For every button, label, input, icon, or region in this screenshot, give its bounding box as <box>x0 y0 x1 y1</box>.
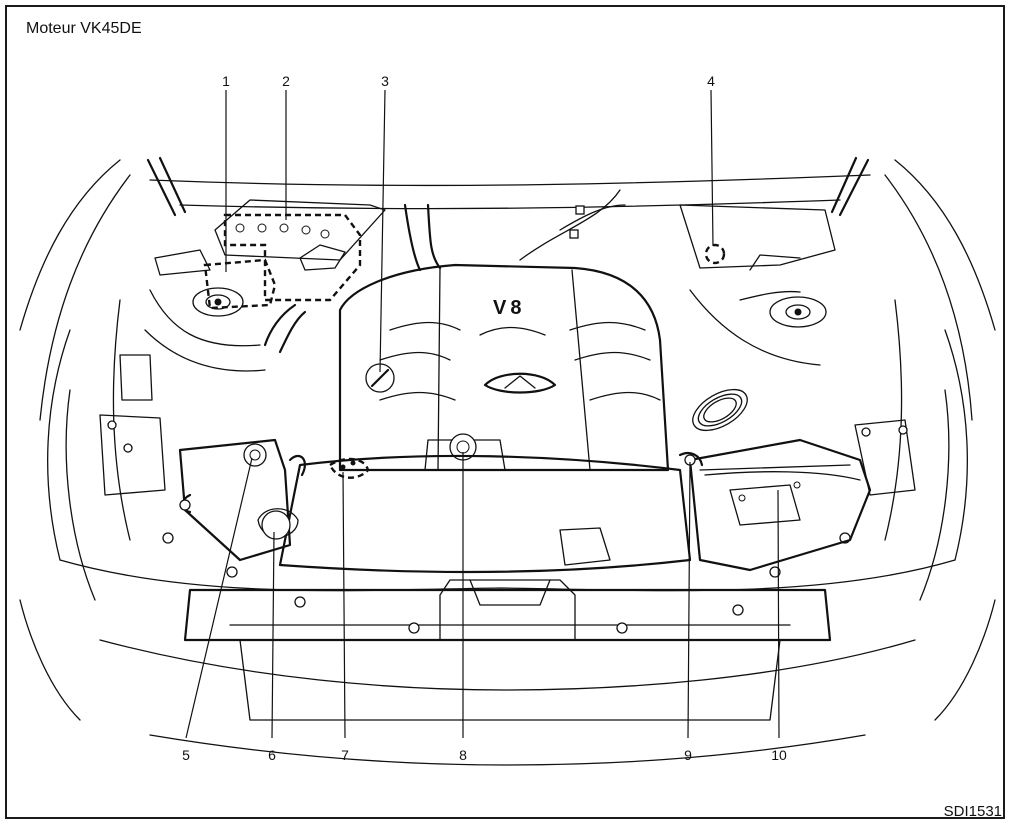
left-strut-tower <box>144 287 266 372</box>
leader-6 <box>271 531 275 739</box>
callout-5: 5 <box>182 747 190 763</box>
air-cleaner <box>678 388 916 572</box>
intake-duct <box>278 454 692 574</box>
battery-and-fusebox <box>154 199 386 310</box>
callout-7: 7 <box>341 747 349 763</box>
engine-cover: V8 <box>338 189 670 472</box>
leader-5 <box>185 457 253 739</box>
figure-id: SDI1531 <box>943 803 1002 820</box>
callout-6: 6 <box>268 747 276 763</box>
leader-3 <box>379 89 386 373</box>
callout-2: 2 <box>282 73 290 89</box>
radiator-support <box>162 532 851 721</box>
leader-10 <box>777 489 780 739</box>
callout-4: 4 <box>707 73 715 89</box>
leader-7 <box>342 471 346 739</box>
callout-10: 10 <box>771 747 787 763</box>
callout-8: 8 <box>459 747 467 763</box>
diagram-title: Moteur VK45DE <box>26 20 142 37</box>
callout-9: 9 <box>684 747 692 763</box>
callout-leaders <box>185 89 780 739</box>
leader-9 <box>687 461 691 739</box>
leader-4 <box>710 89 714 247</box>
body-outline <box>19 156 996 766</box>
right-strut-tower <box>679 204 836 366</box>
callout-3: 3 <box>381 73 389 89</box>
callout-1: 1 <box>222 73 230 89</box>
diagram-frame <box>5 5 1005 819</box>
callout-labels: 1 2 3 4 5 6 7 8 9 10 <box>182 73 787 763</box>
left-reservoirs <box>99 303 307 562</box>
engine-badge: V8 <box>493 297 525 319</box>
